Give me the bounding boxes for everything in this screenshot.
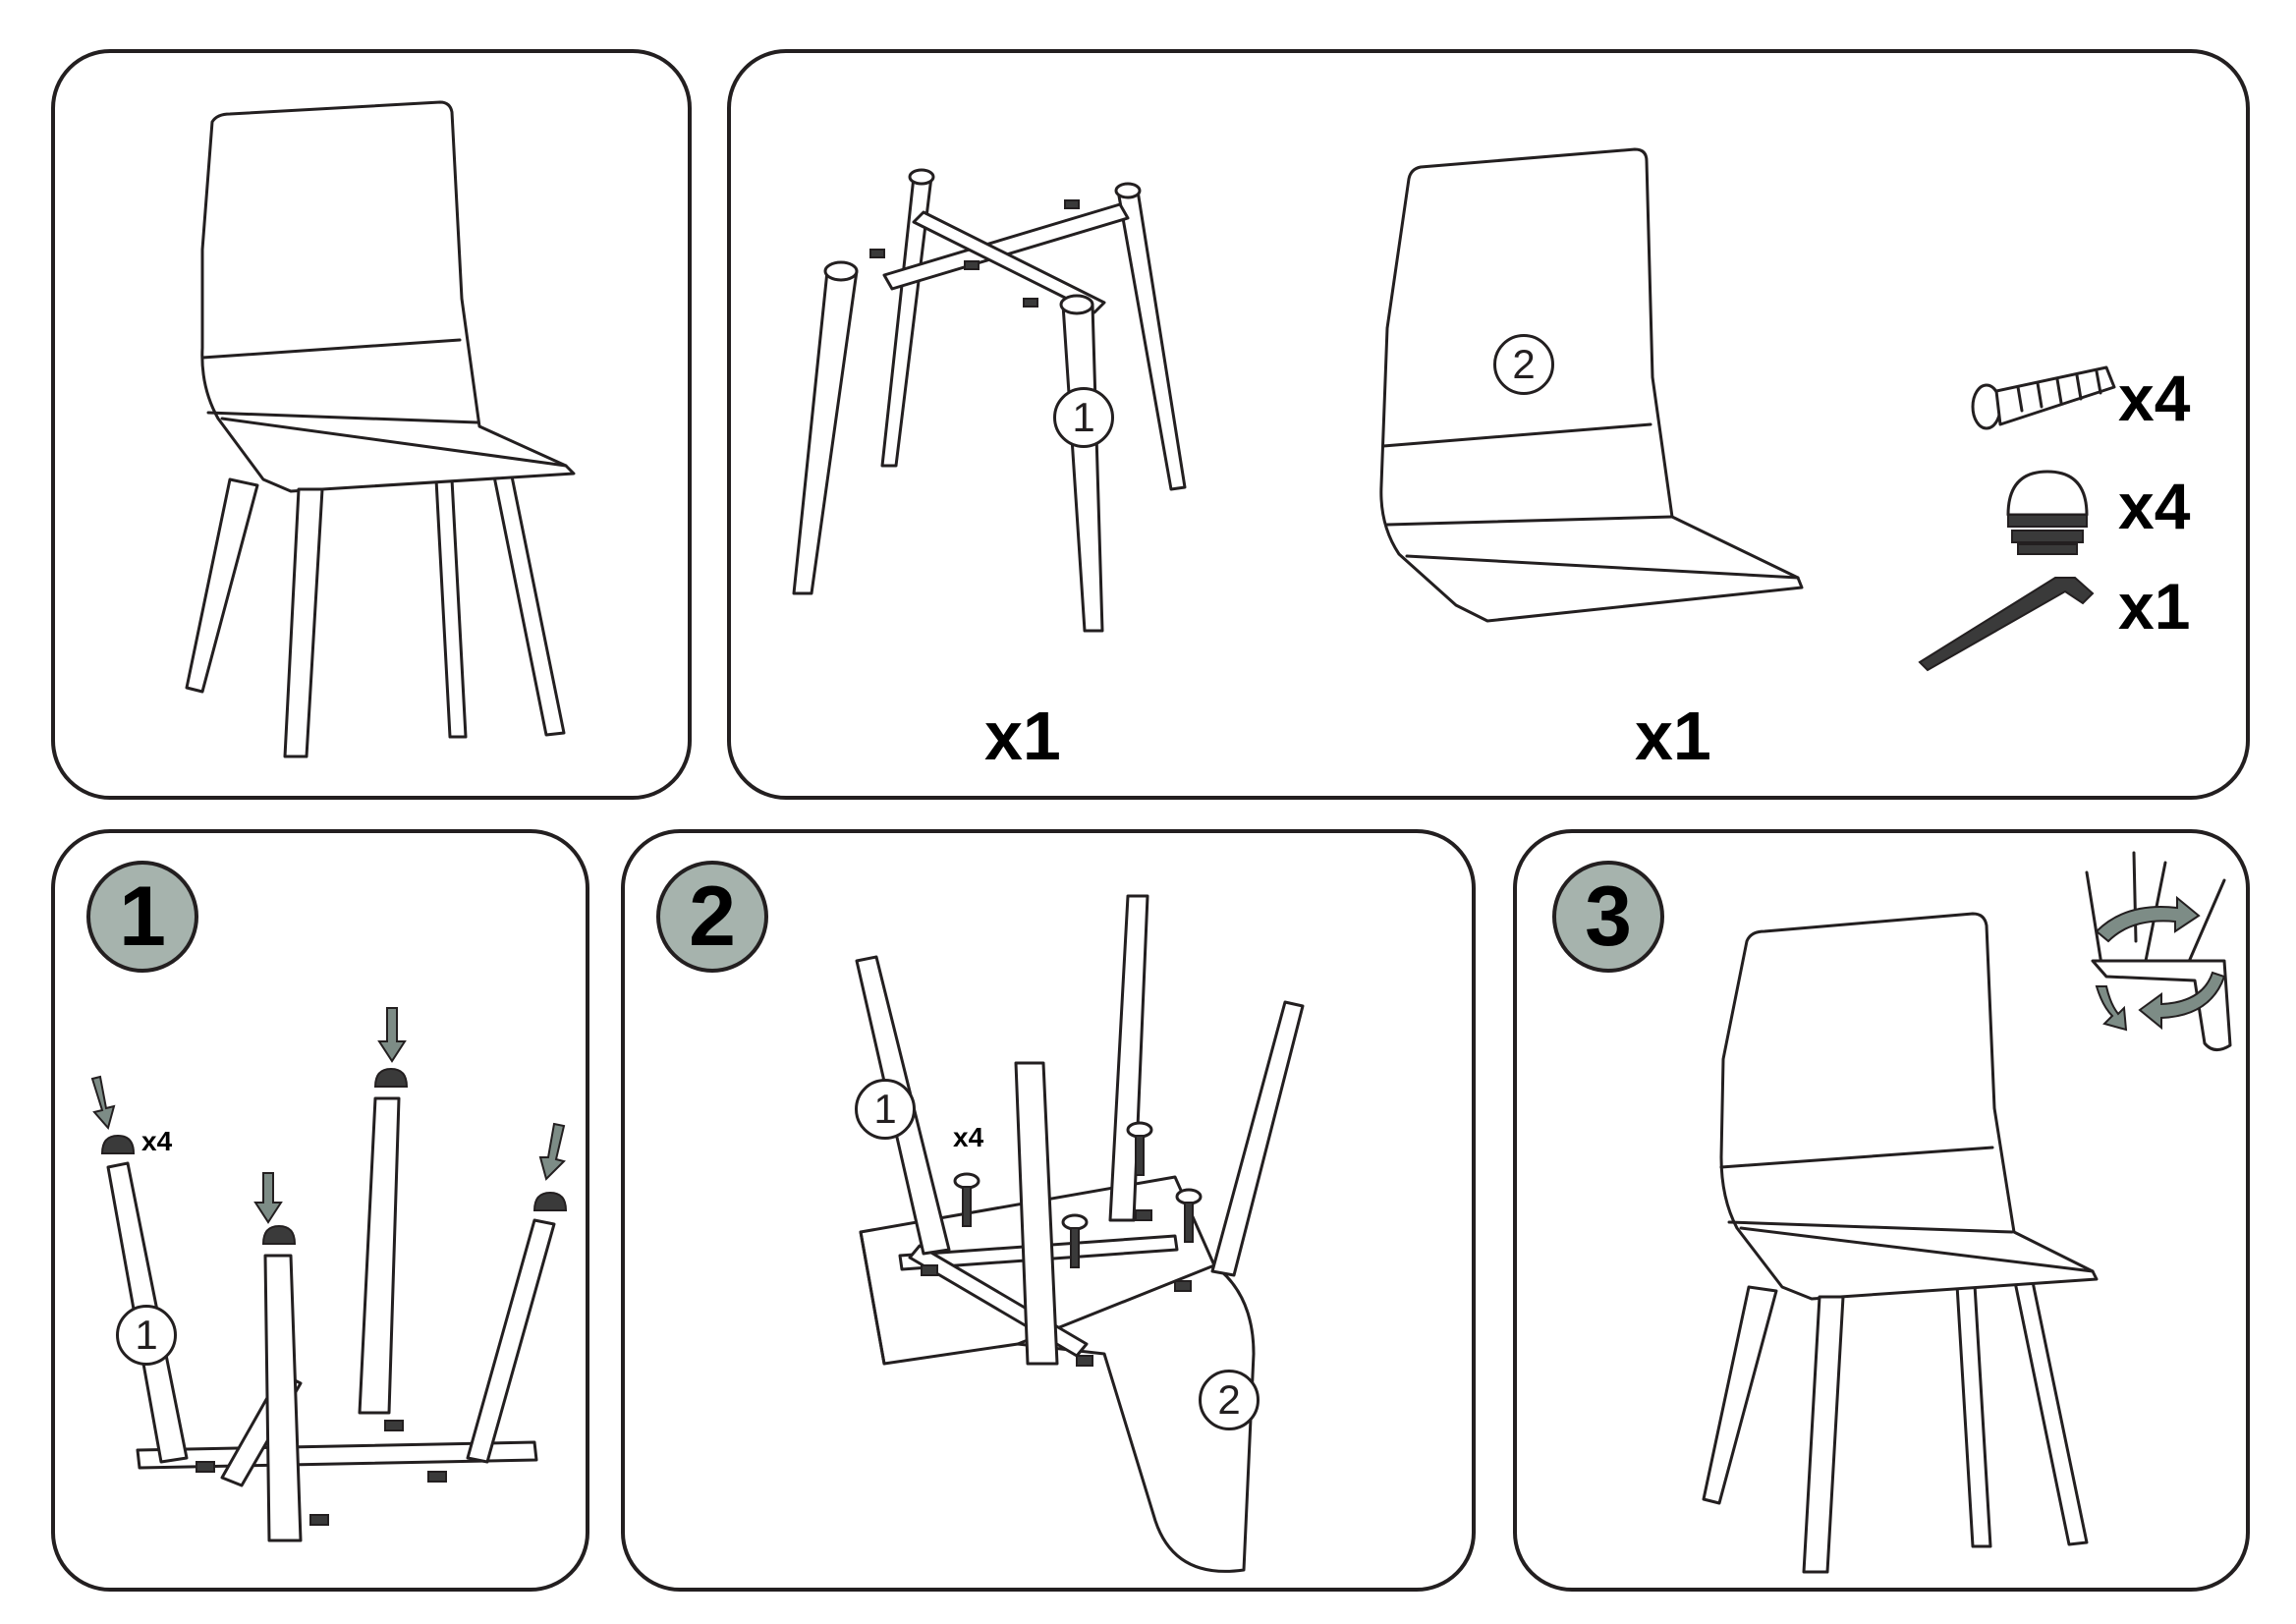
step-2-illustration: [855, 894, 1305, 1573]
leg-cap-quantity: x4: [141, 1126, 173, 1156]
leg-frame-illustration: [792, 168, 1187, 633]
seat-shell-illustration: [1379, 147, 1804, 623]
screw-icon: [1175, 1188, 1203, 1243]
down-arrow-icon: [538, 1122, 566, 1181]
screw-icon: [1971, 365, 2116, 430]
step-1-panel: 1 x4 1: [51, 829, 589, 1592]
allen-key-quantity: x1: [2118, 570, 2191, 643]
assembled-chair-illustration: [1702, 851, 2232, 1574]
parts-panel: 1 2 x1 x1 x4 x4 x1: [727, 49, 2250, 800]
part-marker-1: 1: [116, 1305, 177, 1366]
allen-key-icon: [1918, 577, 2095, 672]
part-marker-2: 2: [1493, 334, 1554, 395]
screw-icon: [953, 1172, 980, 1227]
step-2-badge: 2: [656, 861, 768, 973]
step-3-badge: 3: [1552, 861, 1664, 973]
down-arrow-icon: [90, 1075, 116, 1131]
leg-cap-icon: [261, 1224, 297, 1245]
leg-cap-quantity: x4: [2118, 470, 2191, 542]
leg-cap-icon: [532, 1191, 568, 1211]
step-1-illustration: [90, 1007, 568, 1542]
down-arrow-icon: [253, 1172, 283, 1224]
leg-frame-quantity: x1: [984, 698, 1061, 774]
down-arrow-icon: [377, 1007, 407, 1063]
screw-icon: [1126, 1121, 1153, 1176]
leg-cap-icon: [2006, 470, 2089, 555]
screw-icon: [1061, 1213, 1089, 1268]
leg-cap-icon: [373, 1067, 409, 1088]
assembled-chair-illustration: [185, 100, 576, 758]
part-marker-2: 2: [1199, 1370, 1260, 1430]
hardware-illustration: [1918, 365, 2116, 672]
overview-panel: [51, 49, 692, 800]
part-marker-1: 1: [1053, 387, 1114, 448]
screw-quantity: x4: [953, 1122, 984, 1152]
seat-shell-quantity: x1: [1635, 698, 1711, 774]
screw-quantity: x4: [2118, 362, 2191, 434]
part-marker-1: 1: [855, 1079, 916, 1140]
leg-cap-icon: [100, 1134, 136, 1154]
flip-over-icon: [2085, 851, 2232, 1051]
step-2-panel: 2 x4 1: [621, 829, 1476, 1592]
step-1-badge: 1: [86, 861, 198, 973]
step-3-panel: 3: [1513, 829, 2250, 1592]
